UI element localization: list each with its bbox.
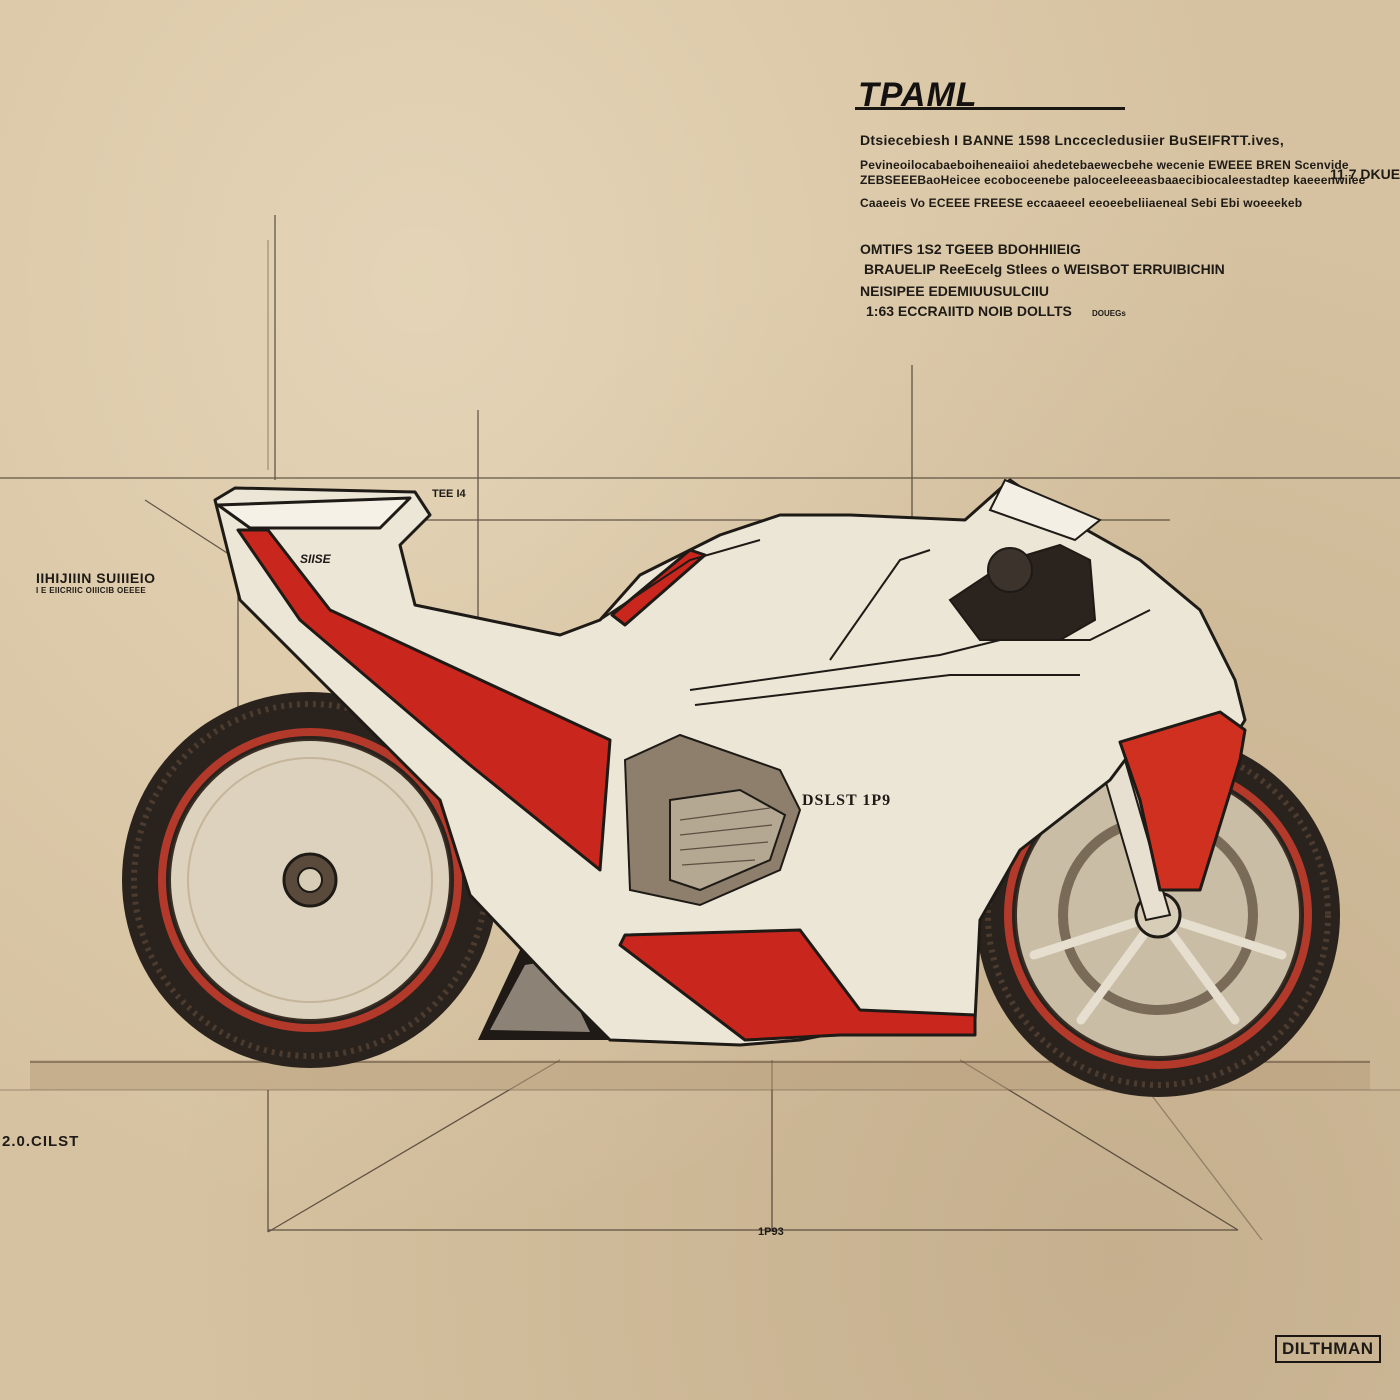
cockpit <box>948 478 1102 641</box>
spec-line-2: ZEBSEEEBaoHeicee ecoboceenebe paloceelee… <box>860 173 1366 187</box>
seat-marking: SIISE <box>300 552 331 566</box>
spec-line-1: Pevineoilocabaeboiheneaiioi ahedetebaewe… <box>860 158 1349 172</box>
top-dimension-label: TEE I4 <box>432 488 466 500</box>
spec2-line-4: 1:63 ECCRAIITD NOIB DOLLTS <box>866 303 1072 319</box>
engine-vent <box>623 733 802 907</box>
spec2-line-1: OMTIFS 1S2 TGEEB BDOHHIIEIG <box>860 241 1081 257</box>
spec2-note: DOUEGs <box>1092 309 1126 318</box>
title-underline <box>855 107 1125 110</box>
model-marking: DSLST 1P9 <box>802 792 892 809</box>
spec-line-3: Caaeeis Vo ECEEE FREESE eccaaeeel eeoeeb… <box>860 196 1303 210</box>
spec2-line-2: BRAUELIP ReeEcelg Stlees o WEISBOT ERRUI… <box>864 261 1225 277</box>
maker-stamp: DILTHMAN <box>1275 1335 1381 1363</box>
spec2-line-3: NEISIPEE EDEMIUUSULCIIU <box>860 283 1050 299</box>
side-annotation-sub: I E EIICRIIC OIIICIB OEEEE <box>36 586 147 595</box>
scale-label: 2.0.CILST <box>2 1133 80 1150</box>
side-annotation: IIHIJIIIN SUIIIEIO <box>36 570 156 586</box>
spec-line-1-tail: 11 7 DKUE <box>1330 166 1400 182</box>
exhaust <box>478 940 610 1040</box>
rear-wheel <box>122 692 498 1068</box>
spec-heading: Dtsiecebiesh I BANNE 1598 Lnccecledusiie… <box>860 132 1285 148</box>
wheelbase-dimension: 1P93 <box>758 1226 784 1238</box>
